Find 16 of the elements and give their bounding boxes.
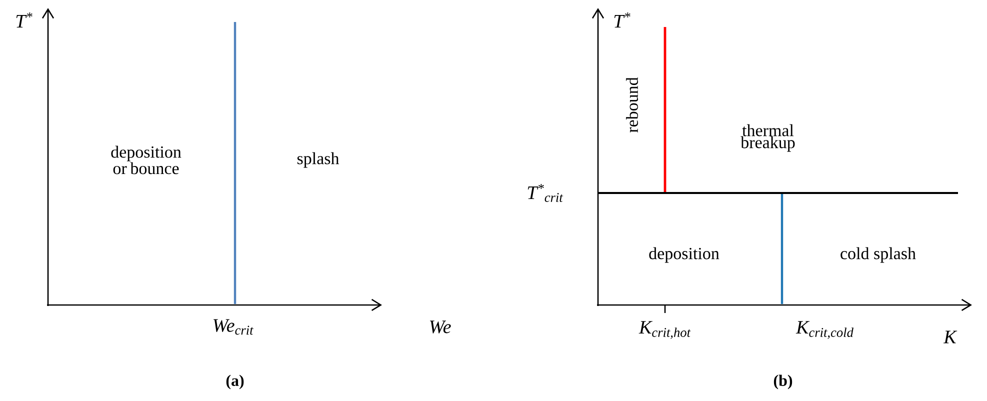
axis-label: We: [430, 320, 451, 334]
region-label: deposition: [649, 247, 720, 263]
axis-label: T$^{*}$: [614, 12, 630, 28]
tick-label: K$_{crit,cold}$: [796, 321, 854, 339]
tick-label: T$^{*}$crit: [528, 184, 564, 202]
panel-caption: (a): [226, 374, 244, 390]
axis-label: T$^{*}$: [16, 12, 32, 28]
tick-label: We$_{crit}$: [214, 319, 254, 335]
tick-label: K$_{crit,hot}$: [638, 321, 691, 339]
axis-label: K: [943, 330, 958, 344]
panel-caption: (b): [774, 374, 792, 390]
region-label: cold splash: [840, 247, 916, 263]
region-label: thermal breakup: [740, 124, 795, 152]
region-label: deposition or bounce: [111, 146, 182, 174]
region-label: rebound: [626, 77, 638, 132]
region-label: splash: [297, 152, 340, 168]
